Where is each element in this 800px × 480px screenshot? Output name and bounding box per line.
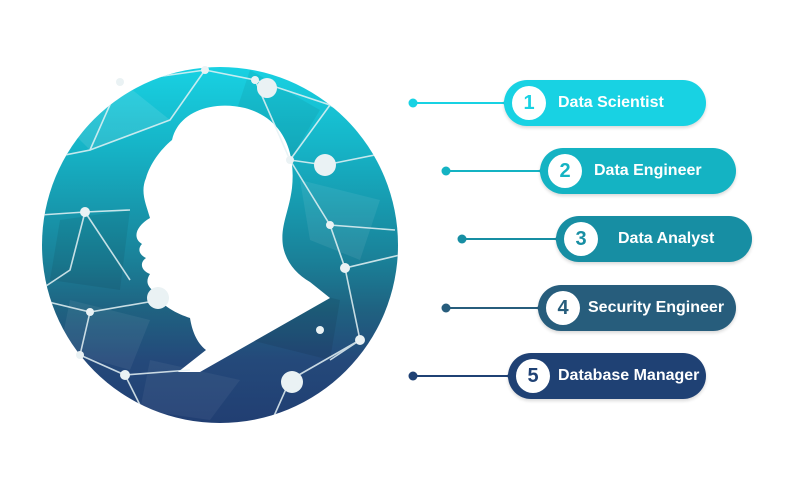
- item-number-badge: 5: [516, 359, 550, 393]
- mesh-nodes: [76, 66, 365, 393]
- item-pill-database-manager[interactable]: 5 Database Manager: [508, 353, 706, 399]
- head-silhouette: [136, 105, 330, 372]
- item-number-badge: 3: [564, 222, 598, 256]
- item-label: Data Scientist: [558, 94, 664, 111]
- item-label: Data Engineer: [594, 162, 702, 179]
- item-number-badge: 1: [512, 86, 546, 120]
- item-pill-data-engineer[interactable]: 2 Data Engineer: [540, 148, 736, 194]
- item-label: Database Manager: [558, 367, 700, 384]
- item-pill-data-scientist[interactable]: 1 Data Scientist: [504, 80, 706, 126]
- circle-background: [42, 67, 398, 423]
- item-pill-security-engineer[interactable]: 4 Security Engineer: [538, 285, 736, 331]
- item-number-badge: 2: [548, 154, 582, 188]
- item-pill-data-analyst[interactable]: 3 Data Analyst: [556, 216, 752, 262]
- item-label: Security Engineer: [588, 299, 725, 316]
- item-label: Data Analyst: [618, 230, 715, 247]
- item-number-badge: 4: [546, 291, 580, 325]
